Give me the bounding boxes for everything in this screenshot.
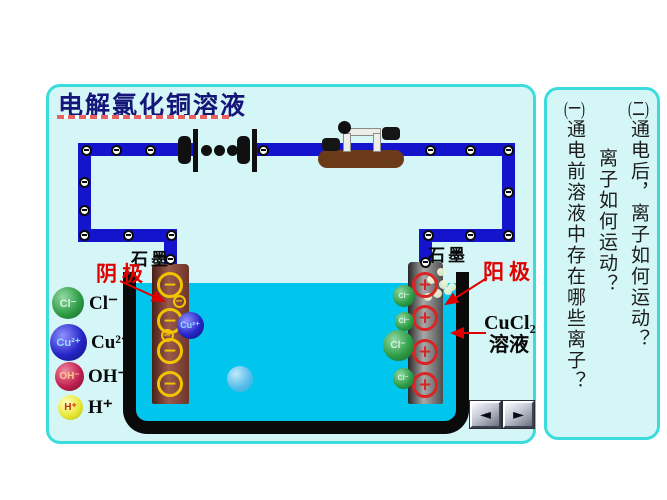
graphite-label-left: 石墨 (131, 250, 171, 269)
wire-segment (78, 143, 193, 156)
electron-icon (80, 144, 92, 156)
chloride-ion-icon: Cl⁻ (392, 367, 414, 389)
beaker (123, 272, 469, 434)
battery-icon (178, 136, 191, 164)
anode-label: 阳极 (483, 260, 535, 284)
anode-charge-icon: + (412, 339, 438, 365)
copper-ion-icon: Cu²⁺ (50, 324, 87, 361)
anode-charge-icon: + (412, 272, 438, 298)
legend-label-oh: OH⁻ (88, 366, 128, 387)
chloride-ion-icon: Cl⁻ (52, 287, 84, 319)
question-panel (544, 87, 660, 440)
cathode-electron-icon: − (157, 338, 183, 364)
switch-base (318, 150, 404, 168)
electron-icon (122, 229, 134, 241)
gas-bubble-icon (437, 268, 445, 276)
legend-label-cu: Cu²⁺ (91, 332, 132, 353)
switch-lever-icon (343, 133, 351, 152)
switch-terminal-icon (382, 127, 400, 140)
electron-icon (257, 144, 269, 156)
solution-label-name: 溶液 (489, 334, 529, 356)
title-underline (57, 115, 229, 119)
gas-bubble-icon (432, 288, 442, 298)
question-2: (二)通电后，离子如何运动？ (628, 100, 649, 350)
electron-icon (502, 186, 514, 198)
cathode-electron-icon: − (157, 371, 183, 397)
battery-icon (193, 129, 198, 172)
switch-knob-icon (338, 121, 351, 134)
electron-icon (464, 144, 476, 156)
cathode-electron-icon: − (160, 328, 174, 342)
copper-ion-icon: Cu²⁺ (176, 311, 204, 339)
electron-icon (110, 144, 122, 156)
electron-icon (144, 144, 156, 156)
switch-lever-icon (373, 133, 381, 152)
electron-icon (164, 253, 176, 265)
battery-dot-icon (201, 145, 212, 156)
legend-label-h: H⁺ (88, 397, 113, 418)
switch-terminal-icon (322, 138, 340, 151)
electron-icon (422, 229, 434, 241)
question-repeat: 离子如何运动？ (596, 148, 617, 295)
solution-label-formula: CuCl₂ (484, 312, 536, 334)
chloride-ion-icon: Cl⁻ (394, 311, 414, 331)
bubble-icon (227, 366, 253, 392)
chloride-ion-icon: Cl⁻ (393, 285, 415, 307)
electron-icon (78, 204, 90, 216)
cathode-label: 阴极 (96, 262, 148, 286)
battery-dot-icon (227, 145, 238, 156)
electron-icon (165, 229, 177, 241)
chloride-ion-icon: Cl⁻ (382, 329, 414, 361)
electron-icon (78, 229, 90, 241)
battery-icon (252, 129, 257, 172)
graphite-label-right: 石墨 (428, 246, 468, 265)
question-1: (一)通电前溶液中存在哪些离子？ (564, 100, 585, 392)
gas-bubble-icon (438, 279, 448, 289)
electron-icon (78, 176, 90, 188)
anode-charge-icon: + (412, 305, 438, 331)
next-button[interactable]: ► (503, 401, 534, 428)
electron-icon (424, 144, 436, 156)
wire-segment (78, 143, 91, 242)
battery-dot-icon (214, 145, 225, 156)
legend-label-cl: Cl⁻ (89, 293, 119, 314)
cathode-electron-icon: − (172, 294, 186, 308)
electron-icon (502, 144, 514, 156)
anode-charge-icon: + (412, 372, 438, 398)
hydrogen-ion-icon: H⁺ (58, 395, 83, 420)
electron-icon (464, 229, 476, 241)
hydroxide-ion-icon: OH⁻ (55, 362, 84, 391)
gas-bubble-icon (448, 283, 456, 291)
electron-icon (419, 256, 431, 268)
electron-icon (502, 229, 514, 241)
battery-icon (237, 136, 250, 164)
prev-button[interactable]: ◄ (470, 401, 501, 428)
question-text: (二)通电后，离子如何运动？ 离子如何运动？ (一)通电前溶液中存在哪些离子？ (552, 100, 654, 430)
